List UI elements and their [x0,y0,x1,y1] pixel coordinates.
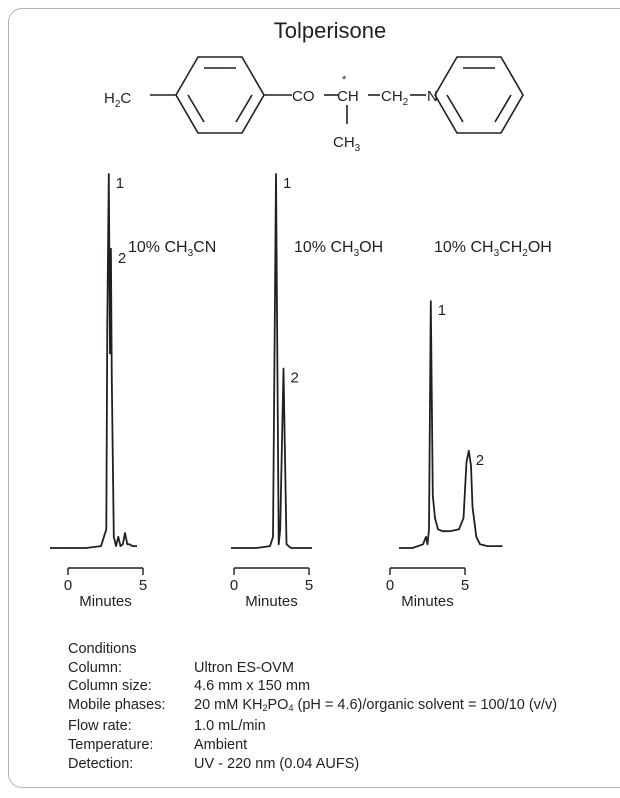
condition-row-detection: Detection: UV - 220 nm (0.04 AUFS) [68,755,557,774]
condition-label: Mobile phases: [68,696,166,713]
condition-label: Column size: [68,678,152,695]
x-tick-label: 0 [64,577,72,594]
condition-value: UV - 220 nm (0.04 AUFS) [194,755,360,772]
condition-row-flow-rate: Flow rate: 1.0 mL/min [68,717,557,736]
pyridine-nitrogen: N [427,88,438,105]
methine-group: CH [337,88,359,105]
peak-label-1: 1 [283,175,291,192]
condition-value: Ultron ES-OVM [194,659,294,676]
figure-frame [8,8,620,788]
chromatogram-ethanol: 10% CH3CH2OH 1 2 0 5 Minutes [386,239,552,610]
carbonyl-group: CO [292,88,315,105]
x-tick-label: 5 [305,577,313,594]
chromatogram-trace [50,173,137,549]
x-tick-label: 5 [461,577,469,594]
peak-label-1: 1 [116,175,124,192]
chromatogram-trace [399,300,503,549]
x-axis-label: Minutes [79,593,132,610]
conditions-heading: Conditions [68,641,137,657]
chromatogram-acetonitrile: 10% CH3CN 1 2 0 5 Minutes [50,173,216,610]
mobile-phase-annotation: 10% CH3CN [128,239,216,259]
peak-label-2: 2 [476,452,484,469]
peak-label-2: 2 [291,369,299,386]
figure-title: Tolperisone [273,18,387,43]
peak-label-2: 2 [118,250,126,267]
condition-value: 20 mM KH2PO4 (pH = 4.6)/organic solvent … [194,696,558,713]
chiral-center-marker: * [342,74,347,86]
condition-row-column: Column: Ultron ES-OVM [68,659,557,678]
x-tick-label: 0 [386,577,394,594]
tolperisone-structure: H2C CO CH * CH2 N CH3 [104,56,524,154]
condition-label: Detection: [68,755,134,772]
condition-value: Ambient [194,736,248,753]
condition-label: Flow rate: [68,718,132,735]
methyl-group: CH3 [333,134,361,154]
x-tick-label: 5 [139,577,147,594]
chromatogram-trace [231,173,312,549]
chromatogram-methanol: 10% CH3OH 1 2 0 5 Minutes [230,173,383,610]
condition-row-column-size: Column size: 4.6 mm x 150 mm [68,677,557,696]
h2c-group: H2C [104,90,131,110]
x-axis-label: Minutes [245,593,298,610]
conditions-panel: Conditions Column: Ultron ES-OVM Column … [68,640,557,773]
condition-row-mobile-phases: Mobile phases: 20 mM KH2PO4 (pH = 4.6)/o… [68,696,557,718]
mobile-phase-annotation: 10% CH3CH2OH [434,239,552,259]
x-axis-label: Minutes [401,593,454,610]
condition-row-temperature: Temperature: Ambient [68,736,557,755]
condition-label: Column: [68,659,122,676]
x-tick-label: 0 [230,577,238,594]
condition-value: 1.0 mL/min [194,718,266,735]
mobile-phase-annotation: 10% CH3OH [294,239,383,259]
condition-value: 4.6 mm x 150 mm [194,678,311,695]
methylene-group: CH2 [381,88,409,108]
condition-label: Temperature: [68,736,154,753]
chromatograms: 10% CH3CN 1 2 0 5 Minutes 10% CH3OH 1 2 0 5 … [50,173,552,610]
peak-label-1: 1 [438,302,446,319]
